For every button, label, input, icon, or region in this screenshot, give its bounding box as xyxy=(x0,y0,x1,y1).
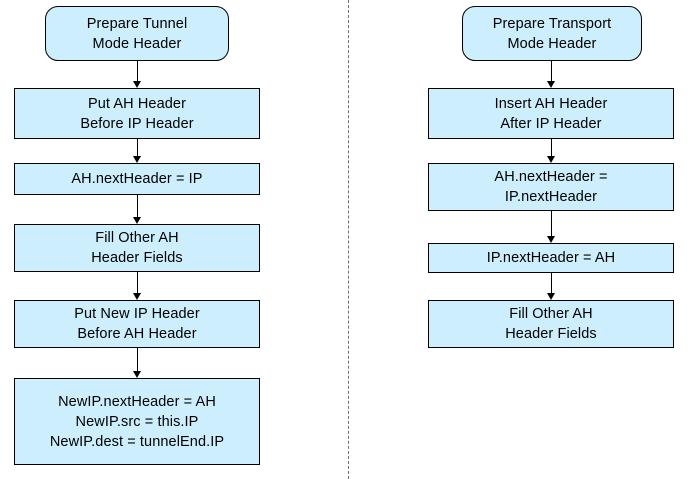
node-transport-ip-nextheader[interactable]: IP.nextHeader = AH xyxy=(428,243,674,273)
arrowhead-icon xyxy=(547,293,555,300)
arrow-tunnel-arrow-5 xyxy=(137,348,138,372)
node-transport-start[interactable]: Prepare Transport Mode Header xyxy=(462,6,642,61)
arrow-transport-arrow-3 xyxy=(551,211,552,237)
node-label: AH.nextHeader = IP xyxy=(71,171,203,187)
node-label: Prepare Transport Mode Header xyxy=(492,15,612,52)
arrowhead-icon xyxy=(547,156,555,163)
column-divider xyxy=(348,0,349,479)
arrowhead-icon xyxy=(133,293,141,300)
node-label: Prepare Tunnel Mode Header xyxy=(86,15,188,52)
node-label: Put New IP Header Before AH Header xyxy=(74,306,200,342)
node-tunnel-fill-other-ah[interactable]: Fill Other AH Header Fields xyxy=(14,224,260,272)
node-label: AH.nextHeader = IP.nextHeader xyxy=(494,169,608,205)
node-label: Insert AH Header After IP Header xyxy=(494,95,608,132)
node-transport-insert-ah-header[interactable]: Insert AH Header After IP Header xyxy=(428,88,674,139)
node-transport-ah-nextheader[interactable]: AH.nextHeader = IP.nextHeader xyxy=(428,163,674,211)
node-tunnel-put-new-ip-header[interactable]: Put New IP Header Before AH Header xyxy=(14,300,260,348)
node-tunnel-put-ah-header[interactable]: Put AH Header Before IP Header xyxy=(14,88,260,139)
arrowhead-icon xyxy=(133,81,141,88)
node-tunnel-ah-nextheader[interactable]: AH.nextHeader = IP xyxy=(14,163,260,195)
node-tunnel-newip-fields[interactable]: NewIP.nextHeader = AH NewIP.src = this.I… xyxy=(14,378,260,465)
arrow-tunnel-arrow-3 xyxy=(137,195,138,218)
arrowhead-icon xyxy=(133,156,141,163)
arrow-tunnel-arrow-4 xyxy=(137,272,138,294)
arrow-transport-arrow-1 xyxy=(551,61,552,82)
arrowhead-icon xyxy=(547,236,555,243)
arrow-transport-arrow-2 xyxy=(551,139,552,157)
node-label: NewIP.nextHeader = AH NewIP.src = this.I… xyxy=(49,393,225,450)
node-label: Fill Other AH Header Fields xyxy=(505,306,597,342)
node-label: Fill Other AH Header Fields xyxy=(91,230,183,266)
node-label: Put AH Header Before IP Header xyxy=(80,95,194,132)
arrow-tunnel-arrow-1 xyxy=(137,61,138,82)
arrowhead-icon xyxy=(547,81,555,88)
node-tunnel-start[interactable]: Prepare Tunnel Mode Header xyxy=(45,6,229,61)
arrow-tunnel-arrow-2 xyxy=(137,139,138,157)
node-transport-fill-other-ah[interactable]: Fill Other AH Header Fields xyxy=(428,300,674,348)
arrowhead-icon xyxy=(133,217,141,224)
arrow-transport-arrow-4 xyxy=(551,273,552,294)
arrowhead-icon xyxy=(133,371,141,378)
node-label: IP.nextHeader = AH xyxy=(486,250,616,266)
